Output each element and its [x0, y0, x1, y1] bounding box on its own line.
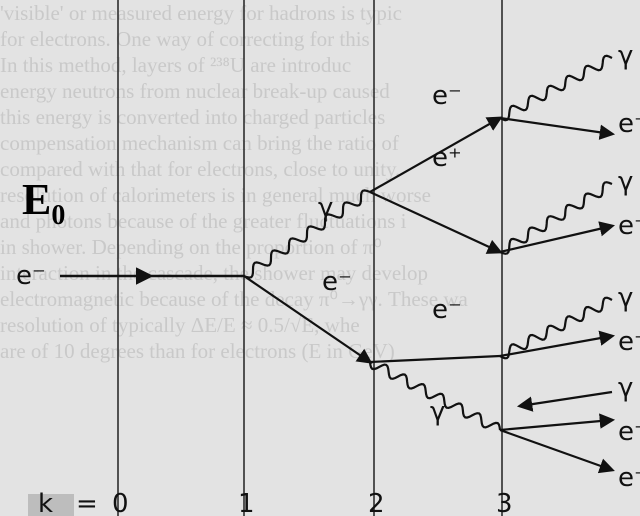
generation-number: 0	[112, 489, 129, 516]
background-line: for electrons. One way of correcting for…	[0, 27, 370, 51]
electron-track	[499, 428, 615, 474]
particle-label-incoming-electron: e⁻	[16, 261, 46, 291]
background-line: compensation mechanism can bring the rat…	[0, 131, 399, 155]
particle-label-gen3: γ	[618, 283, 633, 313]
background-line: interaction in the cascade, the shower m…	[0, 261, 428, 285]
particle-label-photon: γ	[318, 193, 333, 223]
generation-number: 1	[238, 489, 255, 516]
particle-label-gen3: γ	[618, 41, 633, 71]
electron-track	[499, 116, 616, 140]
generation-number: 2	[368, 489, 385, 516]
photon-track	[368, 361, 502, 431]
background-line: compared with that for electrons, close …	[0, 157, 401, 181]
particle-label-electron: e⁻	[432, 81, 462, 111]
photon-track	[243, 189, 371, 279]
photon-track	[499, 54, 613, 122]
particle-label-electron: e⁻	[432, 295, 462, 325]
generation-number: 3	[496, 489, 513, 516]
particle-label-positron: e⁺	[432, 143, 462, 173]
particle-label-gen3: e⁻	[618, 463, 640, 493]
equals-sign: =	[76, 489, 98, 516]
photon-track	[499, 296, 613, 360]
background-line: electromagnetic because of the decay π⁰→…	[0, 287, 468, 311]
background-line: 'visible' or measured energy for hadrons…	[0, 1, 402, 25]
background-line: are of 10 degrees than for electrons (E …	[0, 339, 395, 363]
energy-subscript: 0	[51, 200, 66, 231]
particle-label-gen3: e⁻	[618, 109, 640, 139]
particle-label-gen3: e⁻	[618, 211, 640, 241]
background-line: in shower. Depending on the proportion o…	[0, 235, 382, 259]
particle-label-gen3: γ	[618, 167, 633, 197]
particle-label-gen3: e⁺	[618, 417, 640, 447]
particle-label-gen3: e⁺	[618, 327, 640, 357]
background-line: resolution of calorimeters is in general…	[0, 183, 431, 207]
electron-track	[516, 390, 613, 412]
positron-track	[499, 330, 616, 358]
k-label: k	[38, 489, 53, 516]
positron-track	[499, 413, 616, 432]
background-line: energy neutrons from nuclear break-up ca…	[0, 79, 390, 103]
energy-symbol: E	[22, 175, 52, 224]
background-line: and photons because of the greater fluct…	[0, 209, 407, 233]
photon-track	[499, 181, 613, 255]
electron-track	[243, 275, 373, 364]
electron-track	[369, 116, 503, 193]
electron-track	[499, 221, 616, 254]
background-line: resolution of typically ΔE/E ≈ 0.5/√E, w…	[0, 313, 360, 337]
electron-track	[369, 354, 501, 364]
background-line: this energy is converted into charged pa…	[0, 105, 386, 129]
k-label-highlight	[28, 494, 74, 516]
positron-track	[369, 191, 503, 254]
particle-label-electron: e⁻	[322, 267, 352, 297]
particle-label-gen3: γ	[618, 373, 633, 403]
initial-energy-label: E0	[22, 178, 65, 230]
particle-label-photon: γ	[430, 397, 445, 427]
background-line: In this method, layers of ²³⁸U are intro…	[0, 53, 352, 77]
